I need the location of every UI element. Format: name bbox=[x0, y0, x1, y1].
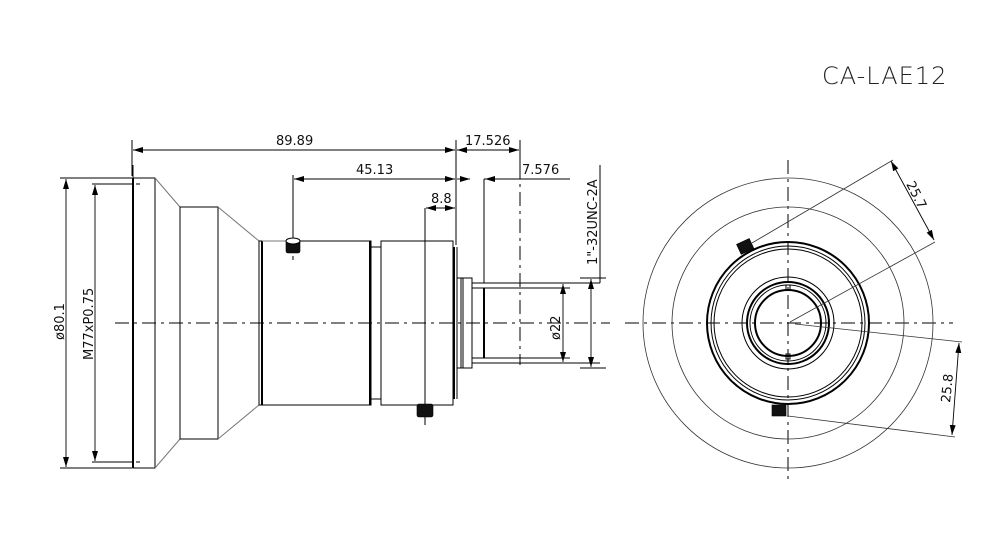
outer-flange-circle bbox=[642, 177, 934, 469]
dim-front-diameter: ø80.1 bbox=[53, 303, 68, 340]
dim-filter-thread: M77xP0.75 bbox=[82, 288, 97, 360]
front-flange bbox=[132, 177, 156, 469]
dim-mount-thread: 1"-32UNC-2A bbox=[586, 179, 601, 265]
barrel-circle bbox=[671, 206, 905, 440]
dim-flange-to-mount: 7.576 bbox=[522, 163, 559, 178]
side-view: 89.89 17.526 45.13 7.576 8.8 ø80.1 M77xP… bbox=[53, 134, 610, 469]
mount-flange bbox=[460, 277, 473, 369]
front-barrel bbox=[179, 206, 219, 440]
dim-overall-length: 89.89 bbox=[276, 134, 313, 149]
dim-body-length: 45.13 bbox=[356, 163, 393, 178]
model-title: CA-LAE12 bbox=[822, 62, 947, 90]
dim-lower-screw-radius: 25.8 bbox=[939, 373, 957, 403]
dim-rear-diameter: ø22 bbox=[549, 316, 564, 341]
iris-lock-screw bbox=[416, 208, 434, 425]
front-view: 25.7 25.8 bbox=[625, 159, 963, 480]
dim-upper-screw-radius: 25.7 bbox=[902, 179, 929, 212]
dim-back-focal: 17.526 bbox=[465, 134, 511, 149]
focus-ring-circle bbox=[706, 241, 870, 405]
dim-ring-offset: 8.8 bbox=[431, 192, 452, 207]
lower-screw-icon bbox=[771, 404, 787, 417]
mount-flange-circle bbox=[741, 276, 835, 370]
upper-screw-icon bbox=[736, 238, 755, 255]
focus-lock-screw bbox=[285, 175, 301, 260]
